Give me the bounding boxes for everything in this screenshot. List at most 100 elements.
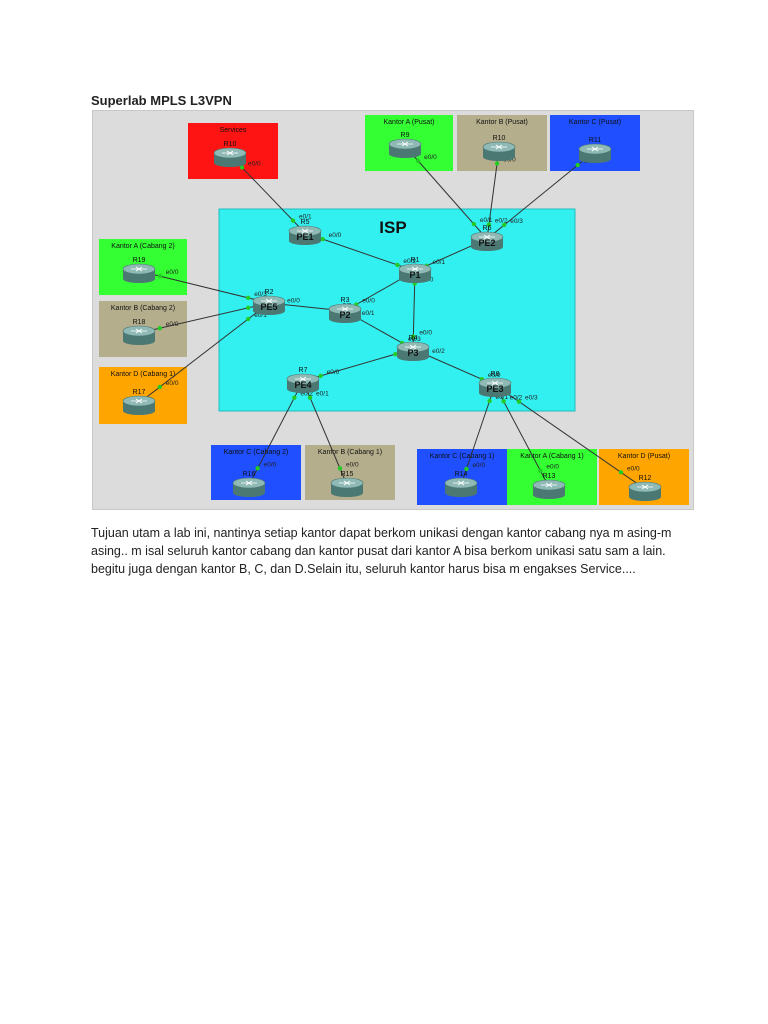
- group-title-kb_c1: Kantor B (Cabang 1): [318, 449, 382, 456]
- port-dot: [157, 384, 162, 390]
- router-name: R6: [483, 225, 492, 232]
- port-dot: [318, 373, 323, 379]
- port-dot: [292, 395, 297, 400]
- router-icon: [388, 138, 422, 158]
- router-name: R10: [493, 135, 506, 142]
- iface-label: e0/1: [433, 259, 446, 266]
- router-icon: [330, 477, 364, 497]
- router-role: PE1: [296, 232, 313, 242]
- port-dot: [320, 236, 325, 242]
- port-dot: [290, 218, 296, 223]
- router-icon: [398, 263, 432, 283]
- port-dot: [393, 351, 398, 357]
- port-dot: [395, 262, 400, 268]
- port-dot: [502, 222, 507, 228]
- iface-label: e0/0: [419, 330, 432, 337]
- router-name: R12: [639, 475, 652, 482]
- port-dot: [494, 161, 500, 166]
- router-icon: [482, 141, 516, 161]
- iface-label: e0/0: [346, 461, 359, 468]
- port-dot: [415, 158, 421, 164]
- port-dot: [516, 399, 522, 404]
- port-dot: [157, 326, 162, 331]
- group-title-ka_c1: Kantor A (Cabang 1): [520, 453, 583, 460]
- group-title-kb_pusat: Kantor B (Pusat): [476, 119, 528, 126]
- port-dot: [486, 222, 492, 227]
- group-title-ka_c2: Kantor A (Cabang 2): [111, 243, 174, 250]
- router-name: R16: [243, 471, 256, 478]
- router-name: R13: [543, 473, 556, 480]
- router-icon: [328, 303, 362, 323]
- port-dot: [487, 398, 492, 404]
- router-icon: [122, 325, 156, 345]
- iface-label: e0/0: [472, 462, 485, 469]
- iface-label: e0/1: [254, 312, 267, 319]
- iface-label: e0/0: [488, 372, 501, 379]
- router-role: P2: [339, 310, 350, 320]
- description-paragraph: Tujuan utam a lab ini, nantinya setiap k…: [91, 526, 672, 576]
- iface-label: e0/2: [403, 258, 416, 265]
- router-name: R7: [299, 367, 308, 374]
- isp-label: ISP: [379, 218, 406, 237]
- group-title-kc_pusat: Kantor C (Pusat): [569, 119, 621, 126]
- router-name: R4: [409, 335, 418, 342]
- group-title-ka_pusat: Kantor A (Pusat): [384, 119, 435, 126]
- router-name: R1: [411, 257, 420, 264]
- port-dot: [501, 399, 506, 404]
- port-dot: [464, 466, 469, 472]
- router-icon: [286, 373, 320, 393]
- router-name: R5: [301, 219, 310, 226]
- topology-canvas: ISP Services Kantor A (Pusat) Kantor B (Pus…: [99, 115, 689, 505]
- page-title: Superlab MPLS L3VPN: [91, 93, 232, 108]
- port-dot: [538, 468, 543, 473]
- port-dot: [246, 295, 251, 301]
- port-dot: [307, 395, 313, 400]
- router-role: P1: [409, 270, 420, 280]
- iface-label: e0/0: [287, 297, 300, 304]
- router-icon: [396, 341, 430, 361]
- router-role: PE5: [260, 302, 277, 312]
- router-icon: [532, 479, 566, 499]
- group-title-kb_c2: Kantor B (Cabang 2): [111, 305, 175, 312]
- router-name: R8: [491, 371, 500, 378]
- router-name: R17: [133, 389, 146, 396]
- iface-label: e0/1: [480, 217, 493, 224]
- router-name: R11: [589, 137, 601, 144]
- router-icon: [252, 295, 286, 315]
- iface-label: e0/0: [424, 154, 437, 161]
- port-dot: [246, 316, 251, 322]
- router-name: R3: [341, 297, 350, 304]
- router-icon: [628, 481, 662, 501]
- iface-label: e0/0: [362, 298, 375, 305]
- iface-label: e0/1: [299, 214, 312, 221]
- iface-label: e0/2: [495, 218, 508, 225]
- router-icon: [470, 231, 504, 251]
- iface-label: e0/0: [627, 465, 640, 472]
- group-title-kd_pusat: Kantor D (Pusat): [618, 453, 670, 460]
- iface-label: e0/0: [329, 232, 342, 239]
- iface-label: e0/0: [166, 380, 179, 387]
- iface-label: e0/3: [510, 218, 523, 225]
- group-title-kd_c1: Kantor D (Cabang 1): [111, 371, 176, 378]
- iface-label: e0/2: [432, 348, 445, 355]
- router-name: R9: [401, 132, 410, 139]
- router-role: PE3: [486, 384, 503, 394]
- iface-label: e0/2: [300, 391, 313, 398]
- group-title-services: Services: [220, 127, 247, 134]
- router-name: R18: [133, 319, 146, 326]
- iface-label: e0/0: [166, 269, 179, 276]
- iface-label: e0/3: [254, 291, 267, 298]
- router-icon: [232, 477, 266, 497]
- network-diagram: ISP Services Kantor A (Pusat) Kantor B (Pus…: [92, 110, 694, 510]
- iface-label: e0/2: [510, 394, 523, 401]
- router-icon: [122, 395, 156, 415]
- router-icon: [478, 377, 512, 397]
- iface-label: e0/1: [316, 391, 329, 398]
- iface-label: e0/0: [546, 464, 559, 471]
- router-icon: [122, 263, 156, 283]
- router-name: R15: [341, 471, 354, 478]
- router-role: PE4: [294, 380, 311, 390]
- iface-label: e0/0: [327, 369, 340, 376]
- group-title-kc_c1: Kantor C (Cabang 1): [430, 453, 495, 460]
- router-icon: [578, 143, 612, 163]
